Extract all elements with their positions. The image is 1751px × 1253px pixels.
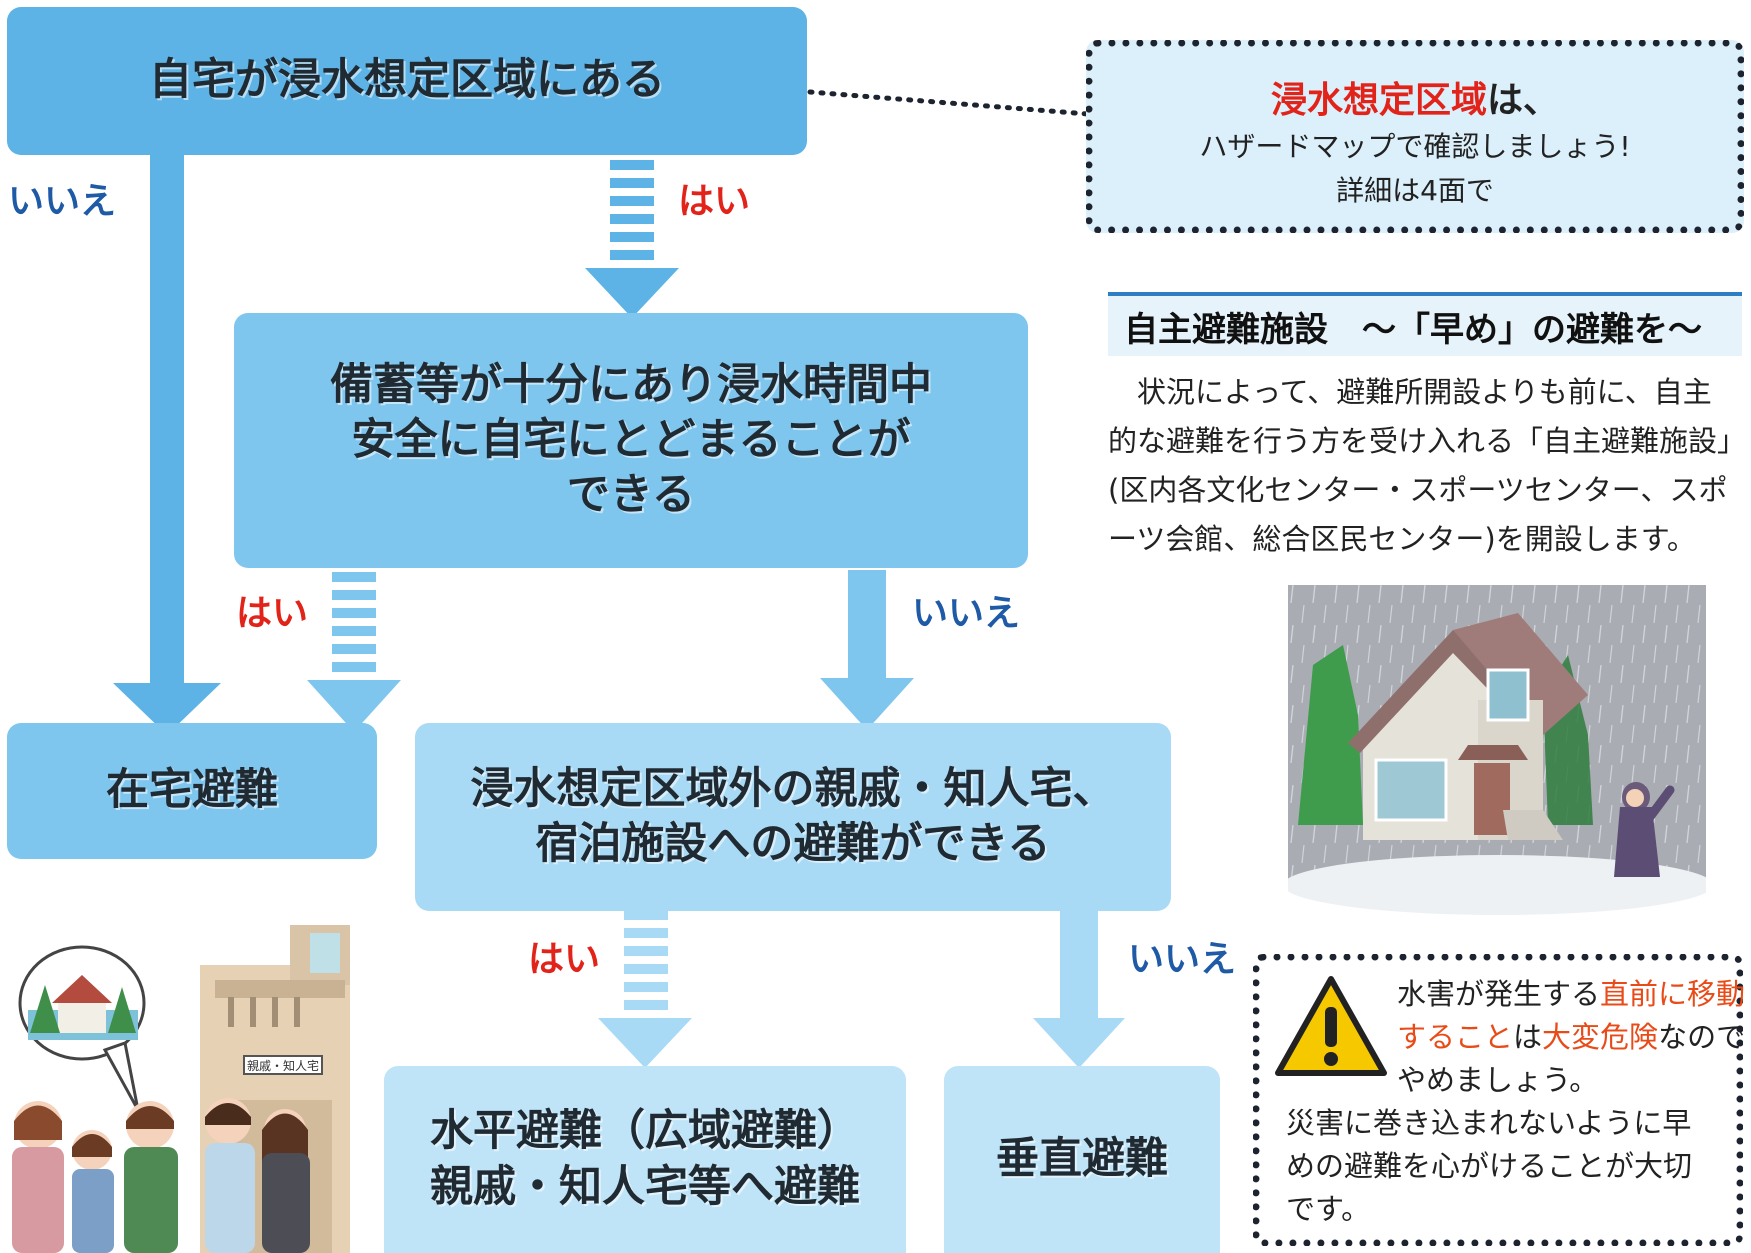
shelter-body: 状況によって、避難所開設よりも前に、自主 的な避難を行う方を受け入れる「自主避難… <box>1108 368 1748 564</box>
warning-p7: なのでやめましょう。 <box>1397 1020 1746 1097</box>
question-evacuate-outside: 浸水想定区域外の親戚・知人宅、 宿泊施設への避難ができる <box>415 723 1171 911</box>
warning-box: 水害が発生する直前に移動することは大変危険なのでやめましょう。 災害に巻き込まれ… <box>1253 954 1746 1246</box>
warning-text-bottom: 災害に巻き込まれないように早 めの避難を心がけることが大切 です。 <box>1286 1102 1746 1231</box>
hazard-note-heading: 浸水想定区域は、 <box>1093 77 1737 125</box>
shelter-body-line4: ーツ会館、総合区民センター)を開設します。 <box>1108 522 1696 556</box>
shelter-body-line3: (区内各文化センター・スポーツセンター、スポ <box>1108 473 1728 507</box>
arrow-q3-no <box>1033 900 1125 1068</box>
result-vertical-evacuation: 垂直避難 <box>944 1066 1220 1253</box>
warning-p1: 水害が発生する <box>1397 977 1601 1011</box>
question-evacuate-outside-line2: 宿泊施設への避難ができる <box>535 819 1051 869</box>
hazard-note-highlight: 浸水想定区域 <box>1270 80 1487 121</box>
arrow-q3-yes <box>598 910 692 1068</box>
warning-p3: 移動すること <box>1397 977 1746 1054</box>
family-evacuation-illustration: 親戚・知人宅 <box>12 925 350 1253</box>
question-stay-home-line2: 安全に自宅にとどまることが <box>351 414 911 465</box>
arrow-q2-no <box>820 570 914 730</box>
arrow-q1-yes <box>585 160 679 318</box>
shelter-body-line1: 状況によって、避難所開設よりも前に、自主 <box>1108 375 1712 409</box>
question-stay-home-line3: できる <box>566 470 696 521</box>
label-no-q1: いいえ <box>8 181 117 222</box>
result-stay-home-text: 在宅避難 <box>106 765 278 816</box>
hazard-note-suffix: は、 <box>1487 80 1560 121</box>
rainy-house-illustration <box>1288 585 1706 915</box>
arrow-q1-no <box>113 155 221 735</box>
label-yes-q2: はい <box>236 593 309 634</box>
warning-line4: 災害に巻き込まれないように早 <box>1286 1106 1692 1140</box>
warning-p4: は <box>1513 1020 1543 1054</box>
hazard-note-line2: ハザードマップで確認しましょう! <box>1199 130 1631 163</box>
question-evacuate-outside-line1: 浸水想定区域外の親戚・知人宅、 <box>470 763 1116 814</box>
question-stay-home: 備蓄等が十分にあり浸水時間中 安全に自宅にとどまることが できる <box>234 313 1028 568</box>
shelter-title: 自主避難施設 ～「早め」の避難を～ <box>1108 292 1742 356</box>
warning-line6: です。 <box>1286 1192 1371 1226</box>
question-flood-zone: 自宅が浸水想定区域にある <box>7 7 807 155</box>
result-horizontal-line1: 水平避難（広域避難） <box>430 1106 860 1157</box>
result-horizontal-evacuation: 水平避難（広域避難） 親戚・知人宅等へ避難 <box>384 1066 906 1253</box>
label-yes-q1: はい <box>678 181 751 222</box>
label-yes-q3: はい <box>528 939 601 980</box>
shelter-body-line2: 的な避難を行う方を受け入れる「自主避難施設」 <box>1108 424 1747 458</box>
label-no-q3: いいえ <box>1128 939 1237 980</box>
relatives-house-sign: 親戚・知人宅 <box>247 1058 319 1073</box>
warning-icon <box>1275 976 1387 1076</box>
arrow-q2-yes <box>307 572 401 732</box>
result-horizontal-line2: 親戚・知人宅等へ避難 <box>430 1161 860 1212</box>
warning-text-top: 水害が発生する直前に移動することは大変危険なのでやめましょう。 <box>1397 973 1747 1102</box>
hazard-note-line3: 詳細は4面で <box>1336 174 1494 207</box>
warning-line5: めの避難を心がけることが大切 <box>1286 1149 1693 1183</box>
hazard-map-note: 浸水想定区域は、 ハザードマップで確認しましょう! 詳細は4面で <box>1086 40 1744 233</box>
dotted-connector <box>807 89 1091 117</box>
result-vertical-text: 垂直避難 <box>996 1133 1168 1184</box>
question-stay-home-line1: 備蓄等が十分にあり浸水時間中 <box>330 359 932 410</box>
warning-p2: 直前に <box>1600 977 1688 1011</box>
question-flood-zone-text: 自宅が浸水想定区域にある <box>149 55 665 106</box>
warning-p5: 大変危 <box>1542 1020 1630 1054</box>
warning-p6: 険 <box>1629 1020 1659 1054</box>
label-no-q2: いいえ <box>912 593 1021 634</box>
result-stay-home: 在宅避難 <box>7 723 377 859</box>
